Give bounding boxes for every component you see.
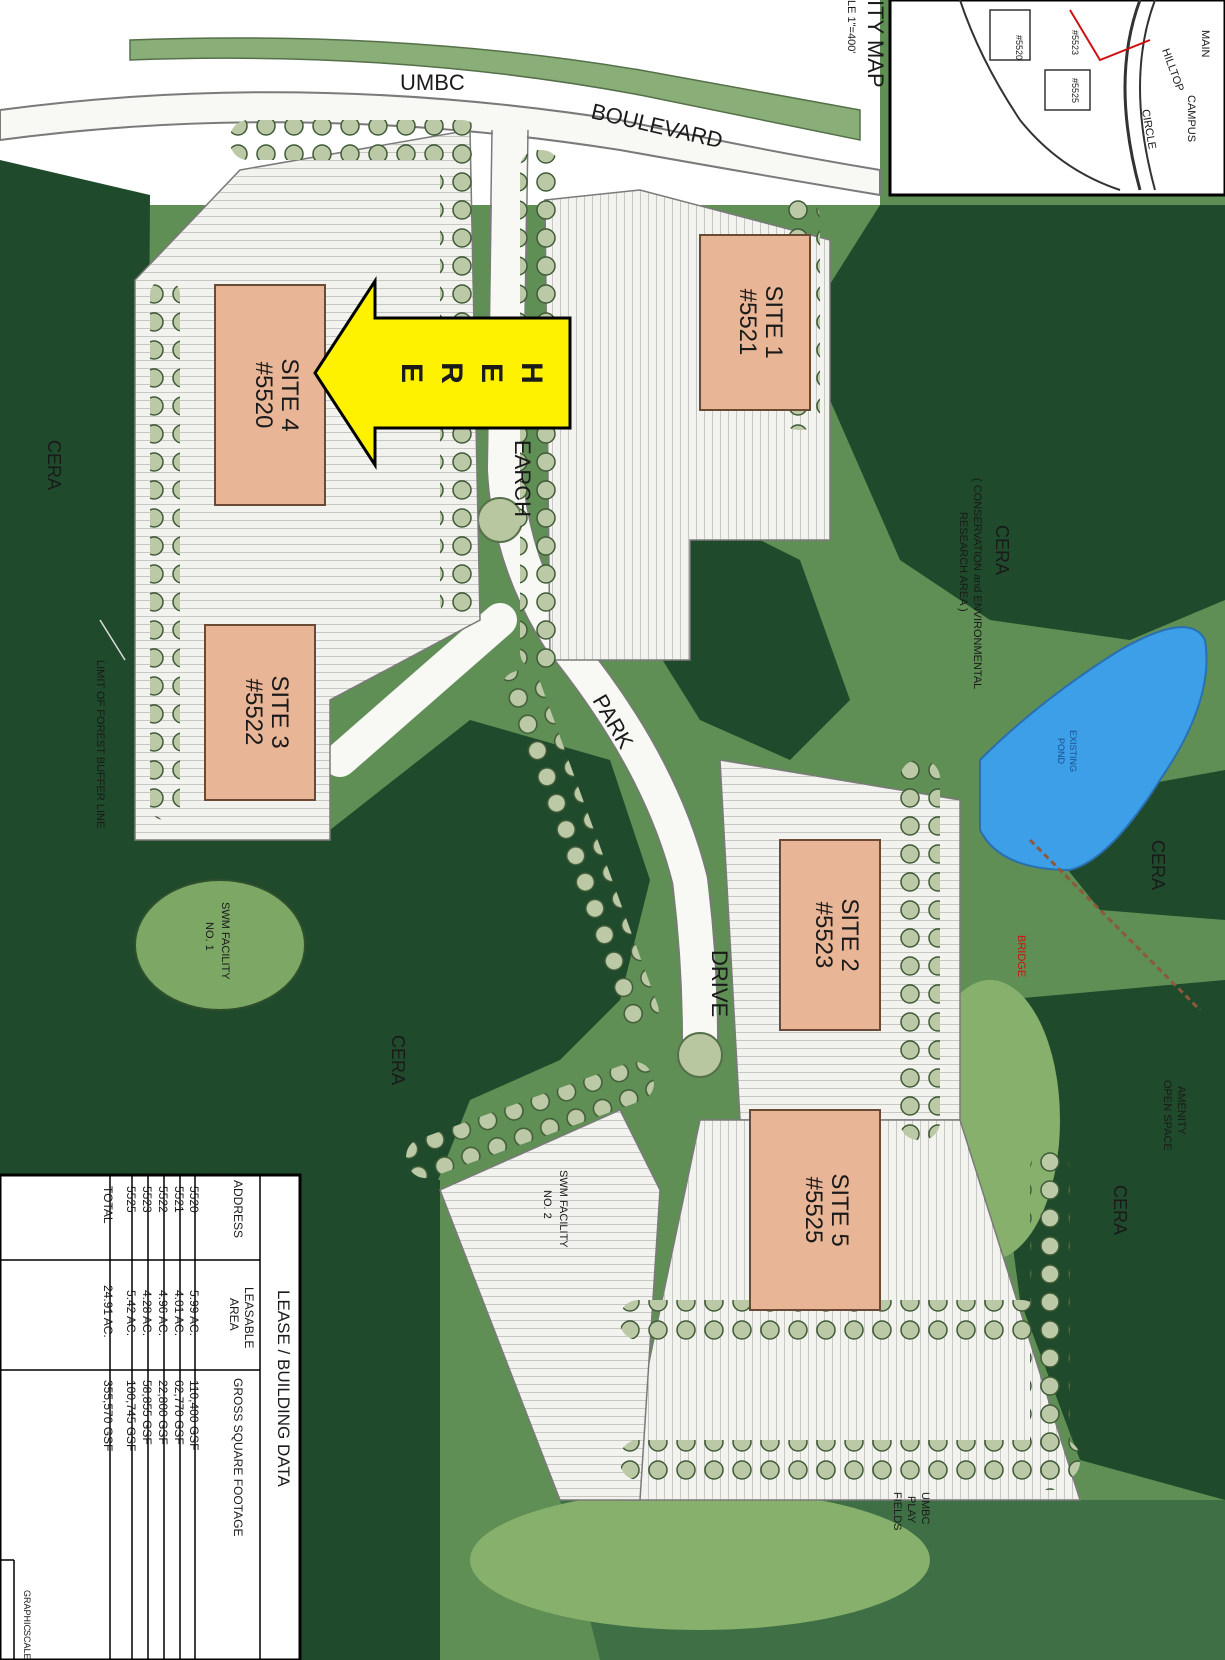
building-site-2 (779, 839, 881, 1031)
building-site-3 (204, 624, 316, 801)
here-arrow (313, 275, 572, 471)
lease-table-header-area: LEASABLE (242, 1287, 256, 1348)
buildings (204, 234, 881, 1311)
table-cell-address: 5522 (156, 1186, 170, 1213)
swm-facility-2-label: NO. 2 (541, 1190, 553, 1219)
bridge-path (1028, 838, 1202, 1012)
table-total-area: 24.91 AC. (101, 1285, 115, 1338)
lease-building-table (0, 1173, 302, 1660)
pond-label: EXISTING (1068, 730, 1078, 772)
table-cell-gsf: 22,800 GSF (156, 1380, 170, 1445)
vicinity-site-label: #5525 (1070, 78, 1080, 103)
play-fields-label: UMBC (919, 1492, 931, 1524)
road-label-research: EARCH (510, 440, 535, 517)
table-cell-gsf: 100,745 GSF (124, 1380, 138, 1451)
bridge-label: BRIDGE (1015, 935, 1027, 977)
table-cell-area: 5.42 AC. (124, 1290, 138, 1336)
cera-description: RESEARCH AREA ) (957, 512, 969, 612)
table-cell-gsf: 58,855 GSF (140, 1380, 154, 1445)
swm-facility-1-label: SWM FACILITY (219, 902, 231, 980)
site-number: #5525 (800, 1177, 827, 1244)
vicinity-site-label: #5523 (1070, 30, 1080, 55)
vicinity-map (888, 0, 1225, 197)
building-site-5 (749, 1109, 881, 1311)
building-site-4 (214, 284, 326, 506)
forest-buffer-label: LIMIT OF FOREST BUFFER LINE (94, 660, 106, 828)
site-label: SITE 3 (266, 675, 293, 748)
site-label: SITE 5 (826, 1173, 853, 1246)
graphic-scale-label: SCALE (22, 1630, 32, 1660)
cera-label: CERA (1110, 1185, 1130, 1235)
table-cell-address: 5523 (140, 1186, 154, 1213)
site-label: SITE 1 (760, 285, 787, 358)
cera-label: CERA (1148, 840, 1168, 890)
vicinity-map-scale: LE 1"=400' (845, 0, 857, 53)
lease-table-header-address: ADDRESS (231, 1180, 245, 1238)
table-cell-gsf: 62,770 GSF (172, 1380, 186, 1445)
cera-label: CERA (992, 525, 1012, 575)
vicinity-map-title: ITY MAP (863, 0, 888, 88)
table-total-label: TOTAL (101, 1186, 115, 1224)
here-arrow-letter: H (515, 362, 548, 384)
lease-table-header-area: AREA (227, 1298, 241, 1331)
graphic-scale-label: GRAPHIC (22, 1590, 32, 1632)
swm-facility-1-label: NO. 1 (203, 922, 215, 951)
table-cell-address: 5520 (187, 1186, 201, 1213)
play-fields-label: FIELDS (891, 1492, 903, 1531)
amenity-label: OPEN SPACE (1161, 1080, 1173, 1151)
site-number: #5521 (734, 289, 761, 356)
site-number: #5523 (810, 902, 837, 969)
table-cell-area: 5.99 AC. (187, 1290, 201, 1336)
vicinity-campus-label: CAMPUS (1185, 95, 1197, 142)
table-cell-area: 4.01 AC. (172, 1290, 186, 1336)
table-cell-area: 4.96 AC. (156, 1290, 170, 1336)
here-arrow-letter: R (435, 362, 468, 384)
lease-table-title: LEASE / BUILDING DATA (274, 1290, 293, 1487)
research-park-drive (323, 113, 717, 1057)
amenity-label: AMENITY (1175, 1086, 1187, 1136)
cera-description: ( CONSERVATION and ENVIRONMENTAL (971, 478, 983, 689)
building-site-1 (699, 234, 811, 411)
site-number: #5522 (240, 679, 267, 746)
site-label: SITE 2 (836, 898, 863, 971)
swm-facility-2-label: SWM FACILITY (557, 1170, 569, 1248)
cera-label: CERA (44, 440, 64, 490)
site-label: SITE 4 (276, 358, 303, 431)
lease-table-header-gsf: GROSS SQUARE FOOTAGE (231, 1378, 245, 1536)
site-number: #5520 (250, 362, 277, 429)
vicinity-site-label: #5520 (1014, 35, 1024, 60)
vicinity-main-label: MAIN (1199, 30, 1211, 58)
table-total-gsf: 355,570 GSF (101, 1380, 115, 1451)
road-label-drive: DRIVE (707, 950, 732, 1017)
open-lawn (134, 879, 1060, 1630)
table-cell-address: 5525 (124, 1186, 138, 1213)
table-cell-address: 5521 (172, 1186, 186, 1213)
here-arrow-letter: E (475, 363, 508, 383)
table-cell-gsf: 110,400 GSF (187, 1380, 201, 1451)
cera-label: CERA (388, 1035, 408, 1085)
here-arrow-letter: E (395, 363, 428, 383)
roundabout-south (677, 1032, 723, 1078)
road-label-umbc: UMBC (400, 70, 465, 95)
play-fields-label: PLAY (905, 1496, 917, 1524)
pond-label: POND (1056, 738, 1066, 765)
table-cell-area: 4.28 AC. (140, 1290, 154, 1336)
